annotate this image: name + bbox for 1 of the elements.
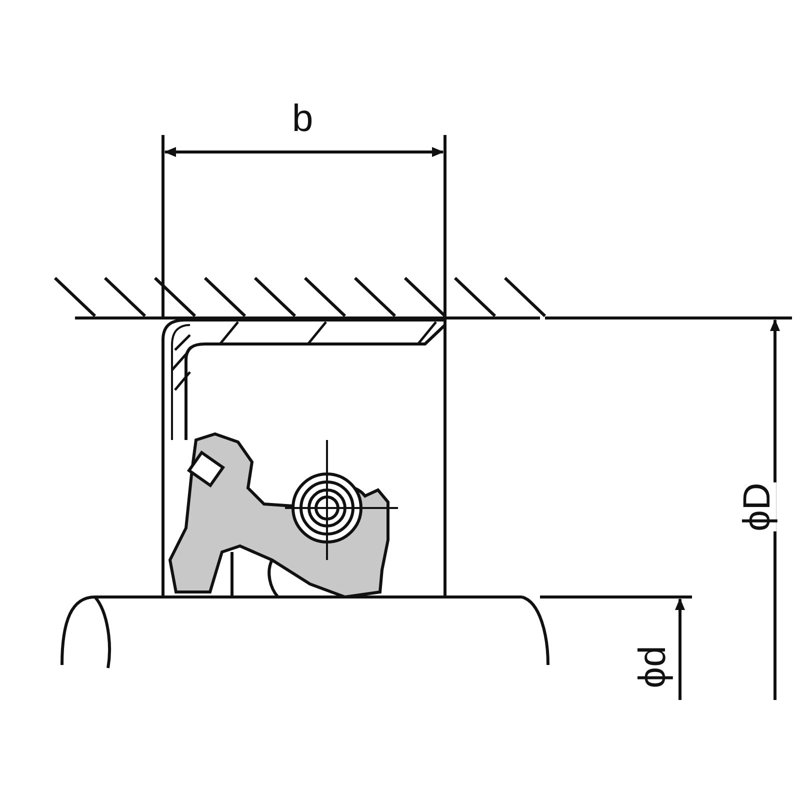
dimension-label: ϕd [634, 646, 672, 688]
